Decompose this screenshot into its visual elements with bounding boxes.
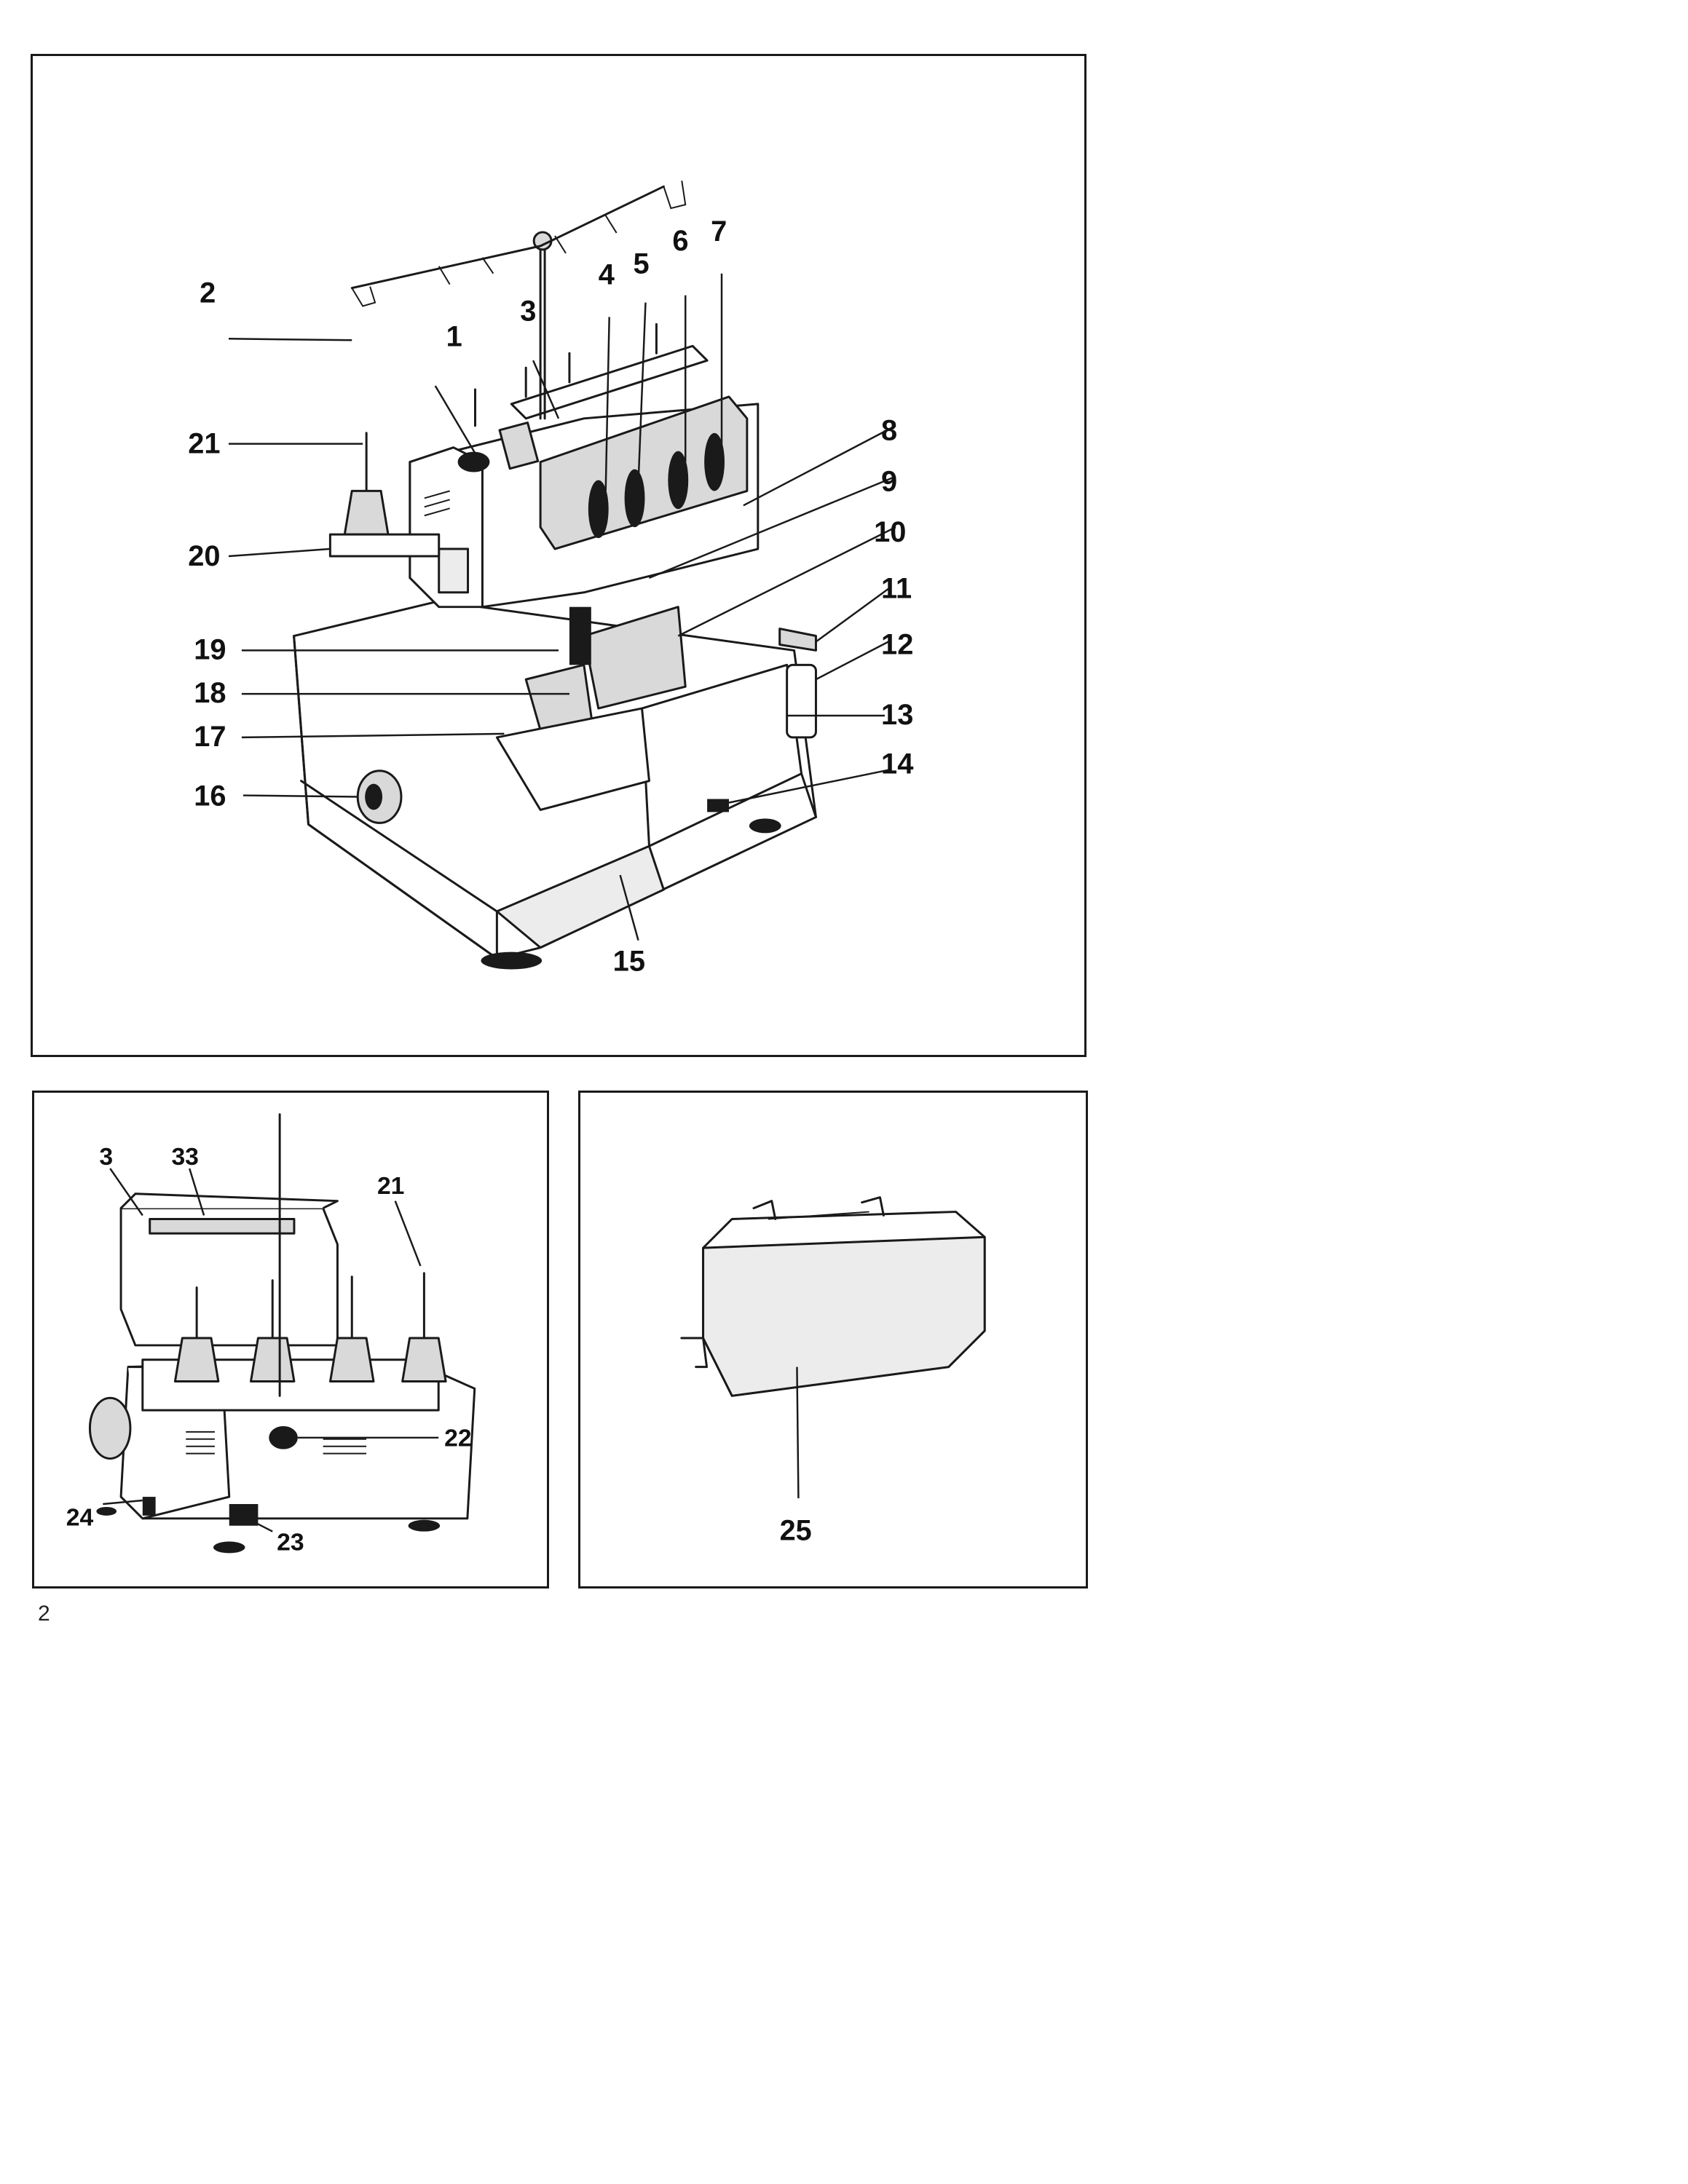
callout-3: 3: [99, 1143, 113, 1171]
callout-13: 13: [881, 699, 913, 731]
callout-5: 5: [634, 248, 650, 280]
thread-guide-bar: [510, 344, 709, 420]
callout-23: 23: [277, 1528, 304, 1556]
socket-24: [142, 1497, 156, 1516]
callout-14: 14: [881, 748, 913, 780]
callout-21: 21: [188, 428, 220, 460]
callout-25: 25: [780, 1515, 812, 1547]
overlock-machine-front-illustration: 1 2 3 4 5 6 7 8 9 10 11 12 13 14 15 16 1…: [188, 181, 913, 978]
callout-8: 8: [881, 415, 897, 447]
callout-4: 4: [599, 259, 615, 291]
spool-cone-21: [343, 489, 390, 536]
callout-12: 12: [881, 628, 913, 660]
dial-1: [457, 451, 490, 472]
spool-stand-20: [328, 533, 441, 558]
callout-1: 1: [446, 320, 462, 352]
callout-16: 16: [194, 780, 226, 812]
spool-cone-21: [401, 1337, 447, 1382]
callout-9: 9: [881, 465, 897, 497]
callout-24: 24: [66, 1504, 94, 1532]
knob-14: [707, 799, 729, 812]
handwheel: [88, 1396, 132, 1460]
callout-19: 19: [194, 633, 226, 665]
callout-7: 7: [711, 215, 727, 248]
main-machine-figure: 1 2 3 4 5 6 7 8 9 10 11 12 13 14 15 16 1…: [31, 54, 1086, 1057]
callout-2: 2: [200, 277, 216, 309]
callout-10: 10: [874, 516, 906, 548]
callout-18: 18: [194, 677, 226, 709]
needle-plate-17: [495, 707, 650, 811]
callout-3: 3: [520, 295, 536, 327]
tension-dial-4: [588, 480, 609, 539]
tension-dial-5: [624, 469, 645, 528]
callout-20: 20: [188, 540, 220, 572]
front-panel-15: [495, 844, 665, 949]
page-number: 2: [38, 1602, 50, 1626]
foot: [481, 951, 543, 970]
callout-11: 11: [881, 573, 912, 605]
tension-dial-7: [704, 432, 725, 491]
callout-22: 22: [444, 1425, 471, 1452]
dust-cover-figure: 25: [578, 1091, 1088, 1588]
callout-17: 17: [194, 721, 226, 753]
thread-guide-2: [350, 185, 665, 290]
overlock-machine-rear-illustration: 3 33 21 22 24 23: [66, 1113, 476, 1556]
callout-15: 15: [613, 946, 645, 978]
needle-clamp-18: [569, 606, 591, 665]
thread-guide-33: [149, 1217, 296, 1235]
lever-11: [778, 628, 817, 652]
tension-dial-6: [668, 451, 689, 510]
foot: [749, 818, 781, 834]
rear-view-figure: 3 33 21 22 24 23: [32, 1091, 549, 1588]
callout-21: 21: [377, 1172, 404, 1200]
handwheel-12: [786, 663, 817, 739]
callout-33: 33: [171, 1143, 198, 1171]
knob-22: [269, 1425, 298, 1449]
looper-cover-10: [583, 606, 687, 710]
dust-cover-illustration: 25: [680, 1196, 986, 1547]
callout-6: 6: [672, 225, 688, 257]
dust-cover-25: [702, 1235, 986, 1397]
